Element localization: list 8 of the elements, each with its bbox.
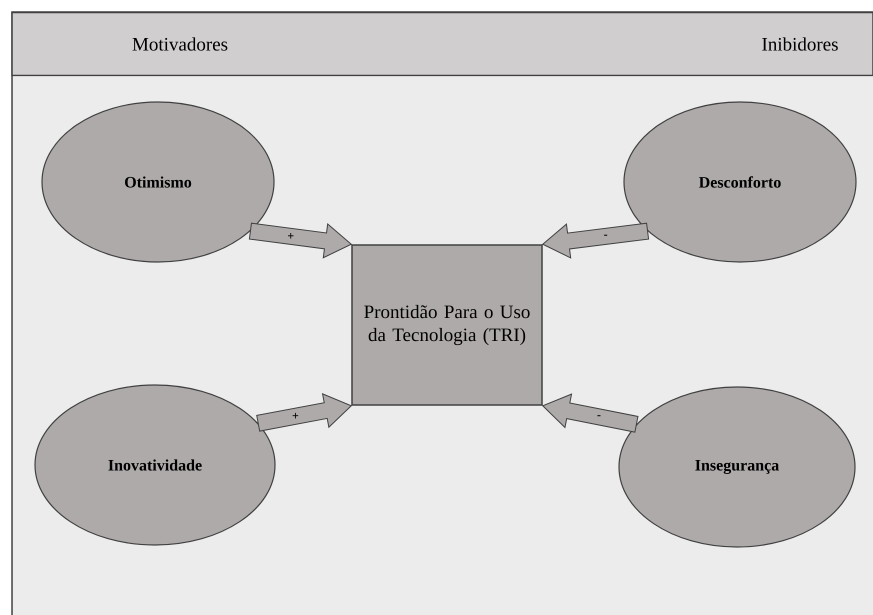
- edge-label: -: [603, 234, 608, 239]
- column-heading: Motivadores: [132, 37, 228, 51]
- block-arrow: [248, 222, 352, 259]
- column-heading: Inibidores: [762, 37, 838, 51]
- block-arrow: [542, 222, 650, 259]
- block-arrow: [256, 393, 352, 432]
- edge-label: -: [596, 414, 602, 420]
- concept-box: Prontidão Para o Uso da Tecnologia (TRI): [351, 244, 543, 406]
